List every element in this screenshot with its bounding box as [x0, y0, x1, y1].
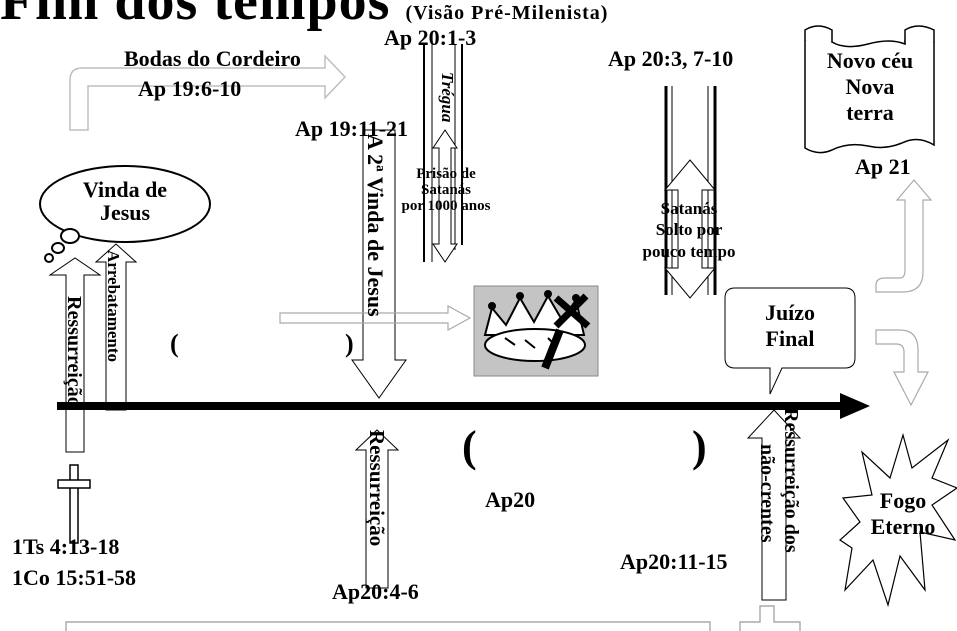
paren-open-big: ( [462, 422, 477, 471]
segunda-vinda-arrow [351, 129, 407, 399]
bodas-title: Bodas do Cordeiro [124, 46, 301, 71]
prison-double-arrow [432, 129, 458, 263]
fogo-label: Fogo Eterno [858, 488, 948, 541]
prisao-line2: Satanás [420, 181, 472, 198]
vinda-line1: Vinda de [82, 177, 168, 202]
cross-icon [57, 464, 91, 544]
juizo-label: Juízo Final [740, 300, 840, 353]
ap21-ref: Ap 21 [855, 154, 911, 179]
solto-line3: pouco tempo [642, 241, 736, 261]
bottom-outline-arrow [65, 605, 801, 631]
arrow-to-fogo [875, 329, 929, 407]
bodas-curved-arrow [69, 54, 347, 131]
ressurreicao-mid-arrow [354, 429, 400, 589]
fogo-line2: Eterno [870, 514, 936, 540]
thought-cloud [39, 165, 211, 263]
solto-line1: Satanás [660, 199, 718, 218]
juizo-line2: Final [765, 326, 815, 352]
novo-line1: Novo céu [826, 48, 914, 73]
ressurreicao-left-label: Ressurreição [63, 296, 85, 407]
arrebatamento-label: Arrebatamento [104, 250, 123, 363]
title-main: Fim dos tempos [0, 0, 391, 32]
tregua-label: Trégua [438, 72, 457, 123]
timeline-arrow [57, 393, 870, 419]
nao-crentes-label: não-crentes [756, 444, 778, 543]
paren-open-small: ( [170, 329, 179, 358]
ap20-1-ref: Ap 20:1-3 [384, 25, 477, 50]
ap20-3-ref: Ap 20:3, 7-10 [608, 46, 734, 71]
ressurreicao-mid-label: Ressurreição [365, 430, 389, 547]
prisao-line3: por 1000 anos [401, 197, 491, 214]
ressurreicao-left-arrow [48, 257, 102, 453]
speech-bubble [724, 287, 856, 395]
solto-double-arrow [663, 159, 717, 299]
paren-close-big: ) [692, 422, 707, 471]
prisao-line1: Prisão de [416, 166, 476, 182]
ap20-ref: Ap20 [485, 487, 536, 512]
novo-ceu-label: Novo céu Nova terra [808, 48, 932, 126]
bodas-ref: Ap 19:6-10 [138, 76, 242, 101]
ap19-11-ref: Ap 19:11-21 [295, 116, 409, 141]
solto-line2: Solto por [655, 220, 723, 240]
ressurreicao-dos-label: Ressurreição dos [780, 408, 802, 553]
explosion-burst [839, 432, 957, 608]
prisao-label: Prisão de Satanás por 1000 anos [391, 166, 501, 214]
novo-line2: Nova [845, 73, 895, 99]
scroll-banner [804, 25, 935, 154]
segunda-vinda-label: A 2ª Vinda de Jesus [363, 134, 388, 317]
novo-line3: terra [846, 99, 894, 125]
ap20-11-ref: Ap20:11-15 [620, 549, 728, 574]
title-sub: (Visão Pré-Milenista) [405, 2, 609, 24]
co-ref: 1Co 15:51-58 [12, 565, 137, 590]
ap20-4-ref: Ap20:4-6 [332, 579, 419, 604]
arrebatamento-arrow [94, 243, 138, 411]
ressurreicao-nao-crentes-arrow [746, 409, 802, 601]
vinda-label: Vinda de Jesus [70, 178, 180, 224]
page-title: Fim dos tempos (Visão Pré-Milenista) [0, 0, 608, 31]
ts-ref: 1Ts 4:13-18 [12, 534, 120, 559]
juizo-line1: Juízo [764, 300, 816, 325]
vinda-line2: Jesus [99, 200, 151, 226]
arrow-to-crown [279, 304, 472, 332]
solto-label: Satanás Solto por pouco tempo [628, 198, 750, 262]
paren-close-small: ) [345, 329, 354, 358]
fogo-line1: Fogo [879, 488, 927, 513]
crown-icon [483, 290, 591, 370]
arrow-to-novo-ceu [875, 179, 933, 293]
